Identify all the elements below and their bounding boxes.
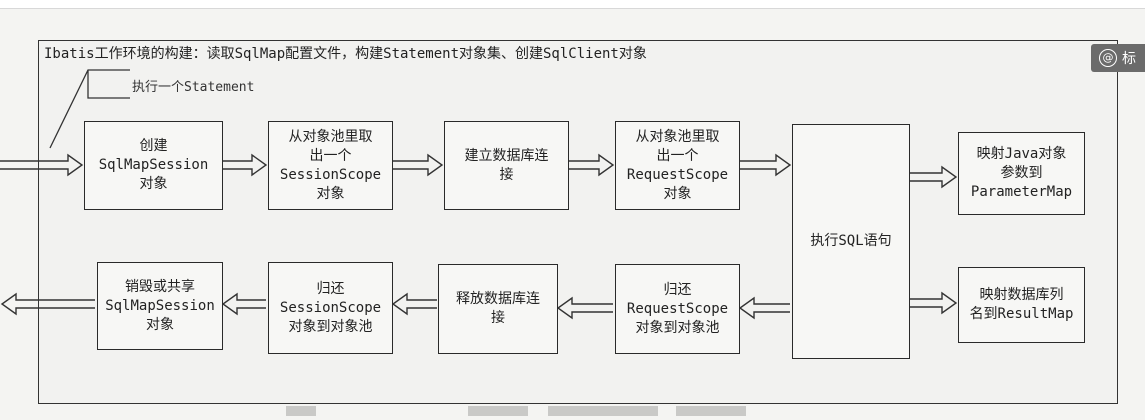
arrow-session-scope-to-connect [392, 153, 444, 177]
arrow-execute-to-map-result [909, 291, 958, 315]
top-bar [0, 0, 1145, 9]
return-request-scope-box: 归还 RequestScope 对象到对象池 [615, 264, 740, 354]
arrow-into-create-session [0, 153, 84, 177]
arrow-request-scope-to-execute [739, 153, 792, 177]
arrow-connect-to-request-scope [568, 153, 615, 177]
arrow-create-to-session-scope [222, 153, 268, 177]
arrow-out-of-destroy [0, 292, 95, 316]
execute-sql-box: 执行SQL语句 [792, 124, 910, 359]
connect-db-box: 建立数据库连 接 [444, 121, 569, 210]
release-db-box: 释放数据库连 接 [438, 264, 558, 354]
at-icon: @ [1099, 49, 1117, 67]
arrow-execute-to-return-request [738, 296, 790, 320]
execute-bracket [49, 69, 130, 149]
annotate-button[interactable]: @ 标 [1091, 44, 1145, 72]
map-result-box: 映射数据库列 名到ResultMap [958, 267, 1085, 343]
arrow-return-session-to-destroy [221, 292, 266, 316]
return-session-scope-box: 归还 SessionScope 对象到对象池 [268, 262, 393, 354]
create-session-box: 创建 SqlMapSession 对象 [84, 121, 223, 210]
arrow-return-request-to-release [556, 296, 613, 320]
get-session-scope-box: 从对象池里取 出一个 SessionScope 对象 [268, 121, 393, 210]
execute-statement-label: 执行一个Statement [132, 80, 255, 95]
get-request-scope-box: 从对象池里取 出一个 RequestScope 对象 [615, 121, 740, 210]
cropped-caption [0, 404, 1145, 420]
frame-title: Ibatis工作环境的构建：读取SqlMap配置文件，构建Statement对象… [44, 46, 647, 62]
annotate-label: 标 [1122, 51, 1136, 67]
arrow-release-to-return-session [391, 292, 437, 316]
arrow-execute-to-map-parameter [909, 165, 958, 189]
map-parameter-box: 映射Java对象 参数到 ParameterMap [958, 132, 1085, 215]
destroy-session-box: 销毁或共享 SqlMapSession 对象 [97, 262, 223, 350]
